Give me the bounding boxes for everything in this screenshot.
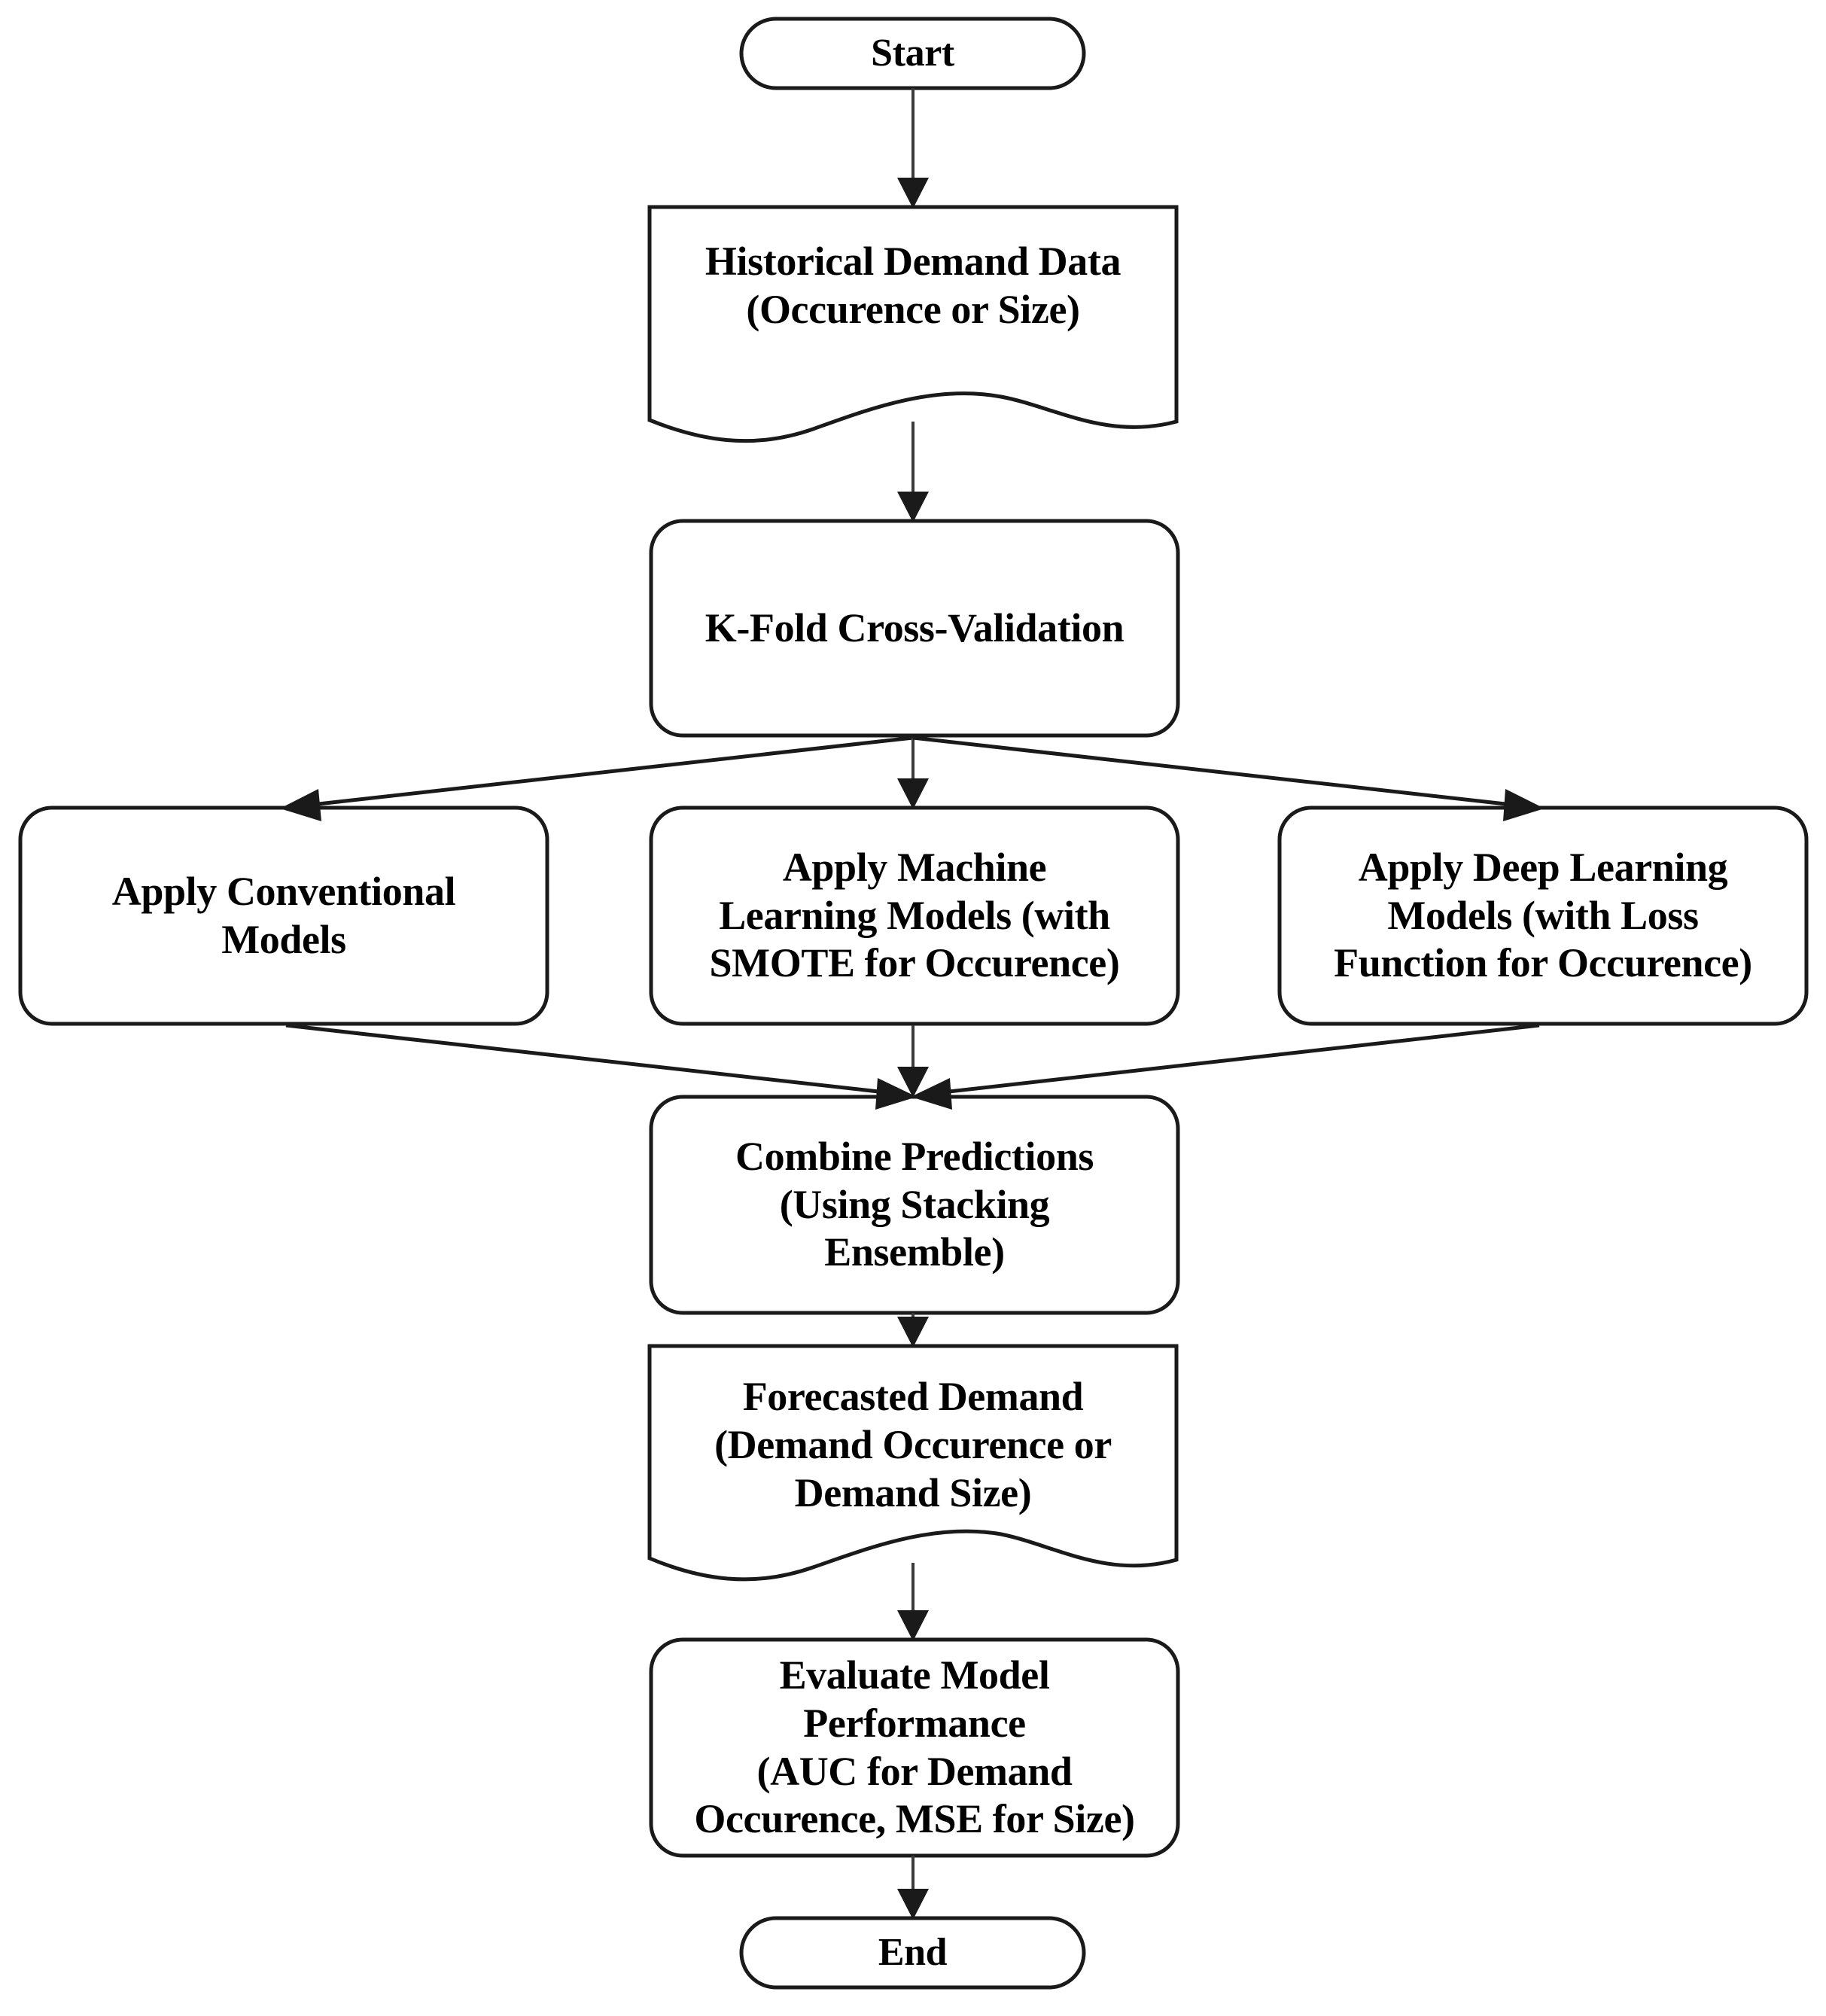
node-cross-validation-shape[interactable] — [649, 519, 1180, 738]
node-end-shape[interactable] — [739, 1916, 1086, 1990]
arrow-head-cross-validation-to-machine-learning — [897, 778, 929, 809]
edge-deep-learning-to-combine — [935, 1023, 1540, 1095]
arrow-head-cross-validation-to-deep-learning — [1503, 789, 1544, 821]
arrow-head-combine-to-forecasted-demand — [897, 1317, 929, 1348]
arrow-head-historical-data-to-cross-validation — [897, 492, 929, 522]
arrow-head-machine-learning-to-combine — [897, 1067, 929, 1098]
edge-cross-validation-to-conventional — [304, 735, 914, 808]
arrow-head-cross-validation-to-conventional — [280, 789, 321, 821]
node-historical-data-shape[interactable] — [647, 205, 1179, 443]
edge-conventional-to-combine — [285, 1023, 893, 1095]
node-combine-predictions-shape[interactable] — [649, 1095, 1180, 1315]
arrow-head-start-to-historical-data — [897, 178, 929, 209]
node-machine-learning-models-shape[interactable] — [649, 805, 1180, 1026]
arrow-head-conventional-to-combine — [875, 1078, 917, 1110]
node-deep-learning-models-shape[interactable] — [1277, 805, 1809, 1026]
edge-cross-validation-to-deep-learning — [912, 735, 1520, 808]
node-conventional-models-shape[interactable] — [18, 805, 549, 1026]
arrow-head-evaluate-to-end — [897, 1889, 929, 1920]
arrow-head-deep-learning-to-combine — [911, 1078, 952, 1110]
node-start-shape[interactable] — [739, 17, 1086, 90]
node-forecasted-demand-shape[interactable] — [647, 1344, 1179, 1582]
arrow-head-forecasted-demand-to-evaluate — [897, 1610, 929, 1641]
node-evaluate-performance-shape[interactable] — [649, 1637, 1180, 1858]
